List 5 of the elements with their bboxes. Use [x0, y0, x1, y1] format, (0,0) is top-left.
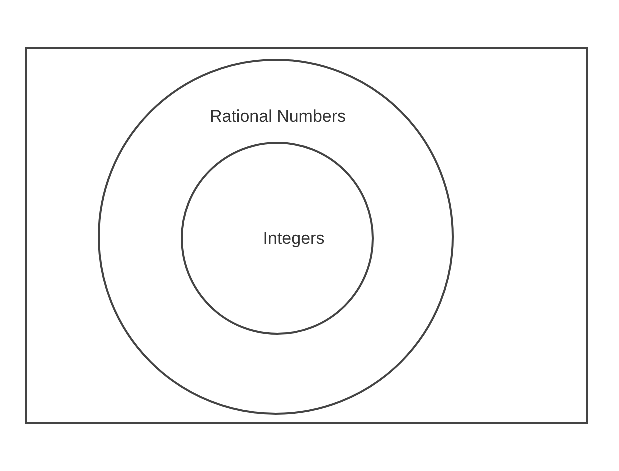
- subset-circle: [181, 142, 374, 335]
- set-label: Rational Numbers: [210, 107, 346, 127]
- set-circle: [98, 59, 454, 415]
- set-label: Integers: [263, 229, 325, 249]
- universal-set-frame: [25, 47, 588, 424]
